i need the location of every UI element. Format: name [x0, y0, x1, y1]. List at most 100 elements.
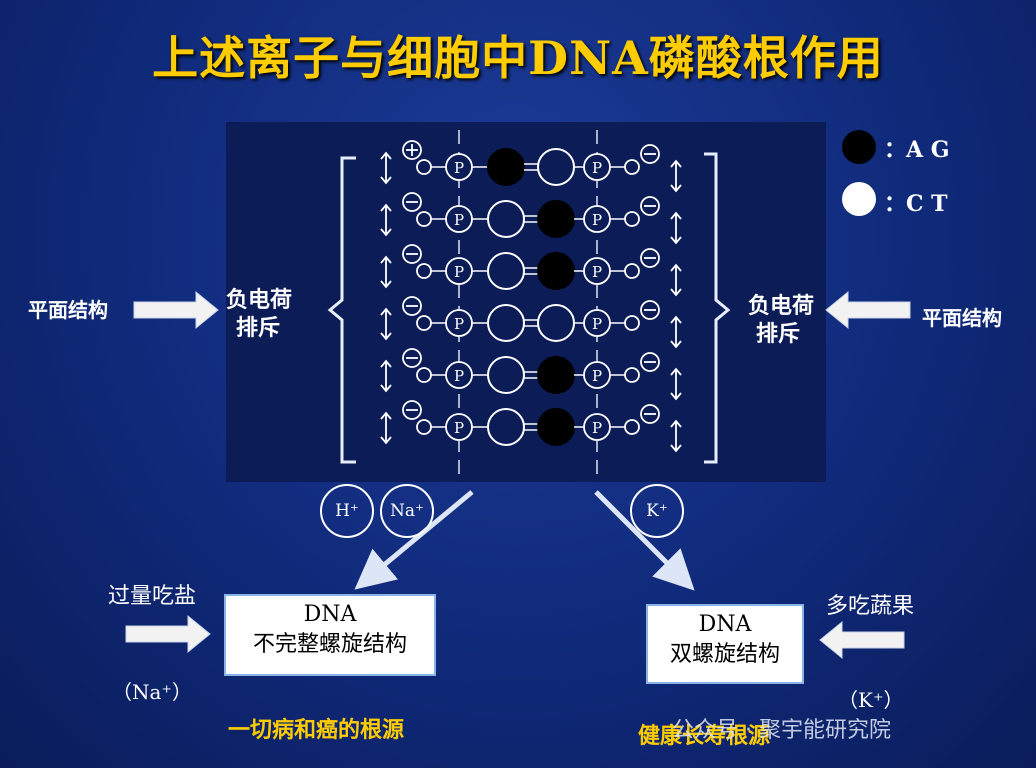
left-base-circle: [487, 252, 525, 290]
right-phosphate-label: P: [592, 159, 602, 177]
left-base-circle: [487, 200, 525, 238]
arrow-head-down: [380, 280, 392, 289]
right-box-line2: 双螺旋结构: [669, 642, 780, 667]
arrow-head-up: [380, 151, 392, 160]
arrow-head-up: [670, 263, 682, 272]
right-phosphate-label: P: [592, 263, 602, 281]
left-oxygen-circle: [416, 315, 432, 331]
arrow-head-down: [670, 340, 682, 349]
left-result: 一切病和癌的根源: [228, 717, 405, 743]
left-bracket: [327, 156, 356, 464]
left-input-arrow: [133, 290, 219, 330]
potassium-ion: K⁺: [630, 484, 684, 538]
arrow-head-up: [670, 419, 682, 428]
left-ion-note: （Na⁺）: [112, 680, 192, 704]
left-phosphate-label: P: [454, 211, 464, 229]
right-oxygen-circle: [624, 263, 640, 279]
arrow-head-down: [380, 228, 392, 237]
left-charge-icon: [402, 296, 422, 316]
left-oxygen-circle: [416, 419, 432, 435]
arrow-head-up: [670, 211, 682, 220]
arrow-head-up: [670, 159, 682, 168]
left-outcome-box: DNA 不完整螺旋结构: [224, 594, 436, 676]
left-charge-icon: [402, 192, 422, 212]
right-base-circle: [537, 148, 575, 186]
left-box-line1: DNA: [303, 602, 357, 627]
right-effect-line1: 负电荷: [748, 294, 815, 319]
right-phosphate-label: P: [592, 419, 602, 437]
right-input-arrow: [825, 290, 911, 330]
arrow-head-down: [670, 288, 682, 297]
left-charge-icon: [402, 348, 422, 368]
left-effect-line1: 负电荷: [226, 288, 293, 313]
left-oxygen-circle: [416, 211, 432, 227]
right-base-circle: [537, 252, 575, 290]
right-outcome-box: DNA 双螺旋结构: [646, 604, 804, 684]
left-oxygen-circle: [416, 159, 432, 175]
left-phosphate-label: P: [454, 419, 464, 437]
right-input-label: 平面结构: [922, 306, 1002, 330]
left-phosphate-label: P: [454, 263, 464, 281]
right-result: 健康长寿根源: [638, 723, 771, 749]
arrow-head-down: [380, 176, 392, 185]
right-charge-icon: [640, 248, 660, 268]
right-oxygen-circle: [624, 367, 640, 383]
left-base-circle: [487, 356, 525, 394]
right-base-circle: [537, 356, 575, 394]
right-effect-line2: 排斥: [756, 322, 801, 347]
arrow-head-up: [380, 203, 392, 212]
purine-legend-dot: [842, 130, 876, 164]
hydrogen-ion: H⁺: [320, 484, 374, 538]
arrow-head-down: [670, 444, 682, 453]
right-base-circle: [537, 304, 575, 342]
right-charge-icon: [640, 352, 660, 372]
left-base-circle: [487, 408, 525, 446]
right-diagonal-arrow: [594, 490, 695, 591]
left-box-line2: 不完整螺旋结构: [252, 632, 407, 657]
purine-legend-label: ：A G: [884, 137, 950, 163]
arrow-head-down: [670, 236, 682, 245]
right-ion-note: （K⁺）: [838, 688, 904, 712]
left-charge-icon: [402, 400, 422, 420]
left-cause-label: 过量吃盐: [108, 584, 197, 609]
right-phosphate-label: P: [592, 315, 602, 333]
arrow-head-up: [380, 359, 392, 368]
left-phosphate-label: P: [454, 367, 464, 385]
right-charge-icon: [640, 300, 660, 320]
arrow-head-down: [670, 184, 682, 193]
right-charge-icon: [640, 196, 660, 216]
arrow-head-up: [380, 255, 392, 264]
left-phosphate-label: P: [454, 315, 464, 333]
right-phosphate-label: P: [592, 211, 602, 229]
right-base-circle: [537, 200, 575, 238]
slide-title: 上述离子与细胞中DNA磷酸根作用: [152, 31, 884, 85]
right-cause-label: 多吃蔬果: [826, 594, 915, 619]
right-box-line1: DNA: [698, 612, 752, 637]
right-cause-arrow: [819, 620, 905, 660]
watermark-text: 公众号 · 聚宇能研究院: [672, 718, 891, 743]
pyrimidine-legend-dot: [842, 182, 876, 216]
pyrimidine-legend-label: ：C T: [884, 191, 948, 217]
right-oxygen-circle: [624, 419, 640, 435]
sodium-ion: Na⁺: [380, 484, 434, 538]
right-charge-icon: [640, 144, 660, 164]
arrow-head-down: [380, 332, 392, 341]
left-phosphate-label: P: [454, 159, 464, 177]
left-input-label: 平面结构: [28, 298, 108, 322]
left-cause-arrow: [125, 614, 211, 654]
right-phosphate-label: P: [592, 367, 602, 385]
right-oxygen-circle: [624, 315, 640, 331]
arrow-head-up: [670, 367, 682, 376]
right-bracket: [704, 152, 731, 464]
right-oxygen-circle: [624, 159, 640, 175]
right-base-circle: [537, 408, 575, 446]
arrow-head-down: [380, 384, 392, 393]
left-oxygen-circle: [416, 263, 432, 279]
arrow-head-down: [380, 436, 392, 445]
arrow-head-up: [380, 307, 392, 316]
left-oxygen-circle: [416, 367, 432, 383]
arrow-head-up: [670, 315, 682, 324]
left-charge-icon: [402, 244, 422, 264]
